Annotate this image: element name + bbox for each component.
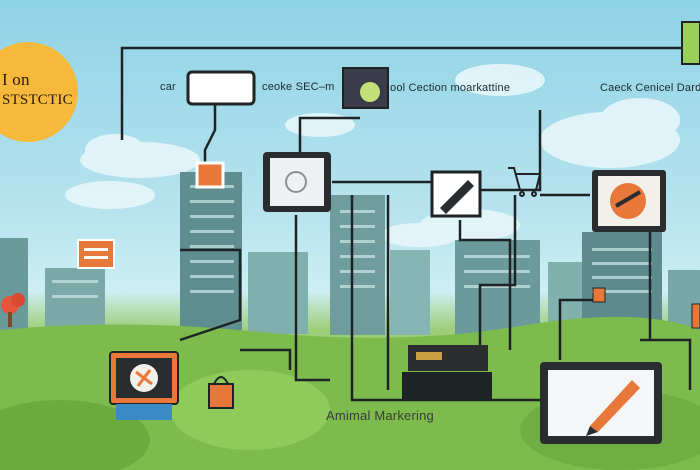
label-top-center: ool Cection moarkattine — [390, 82, 511, 94]
briefcase-icon — [77, 239, 115, 269]
pen-icon — [430, 170, 482, 218]
package-icon — [195, 161, 225, 189]
screen-display-icon — [186, 70, 256, 106]
sun-text-line2: STSTCTIC — [2, 92, 73, 108]
node-icon — [691, 303, 700, 329]
label-bottom: Amimal Markering — [326, 408, 434, 423]
sun-text-line1: I on — [2, 70, 30, 89]
notepad-icon — [681, 21, 700, 65]
city-skyline — [0, 172, 700, 335]
pencil-tablet-icon — [540, 362, 662, 444]
sun-circle — [0, 42, 78, 142]
router-icon — [402, 345, 492, 400]
lightbulb-icon — [342, 67, 389, 109]
tablet-icon — [263, 152, 331, 212]
flower-icon — [1, 293, 25, 327]
label-top-right: Caeck Cenicel Dardi — [600, 82, 700, 94]
laptop-icon — [109, 351, 179, 420]
shopping-bag-icon — [208, 376, 234, 409]
node-icon — [592, 287, 606, 303]
label-top-mid: ceoke SEC–m — [262, 81, 335, 93]
label-top-left: car — [160, 81, 176, 93]
monitor-icon — [592, 170, 666, 232]
shopping-cart-icon — [508, 167, 542, 197]
